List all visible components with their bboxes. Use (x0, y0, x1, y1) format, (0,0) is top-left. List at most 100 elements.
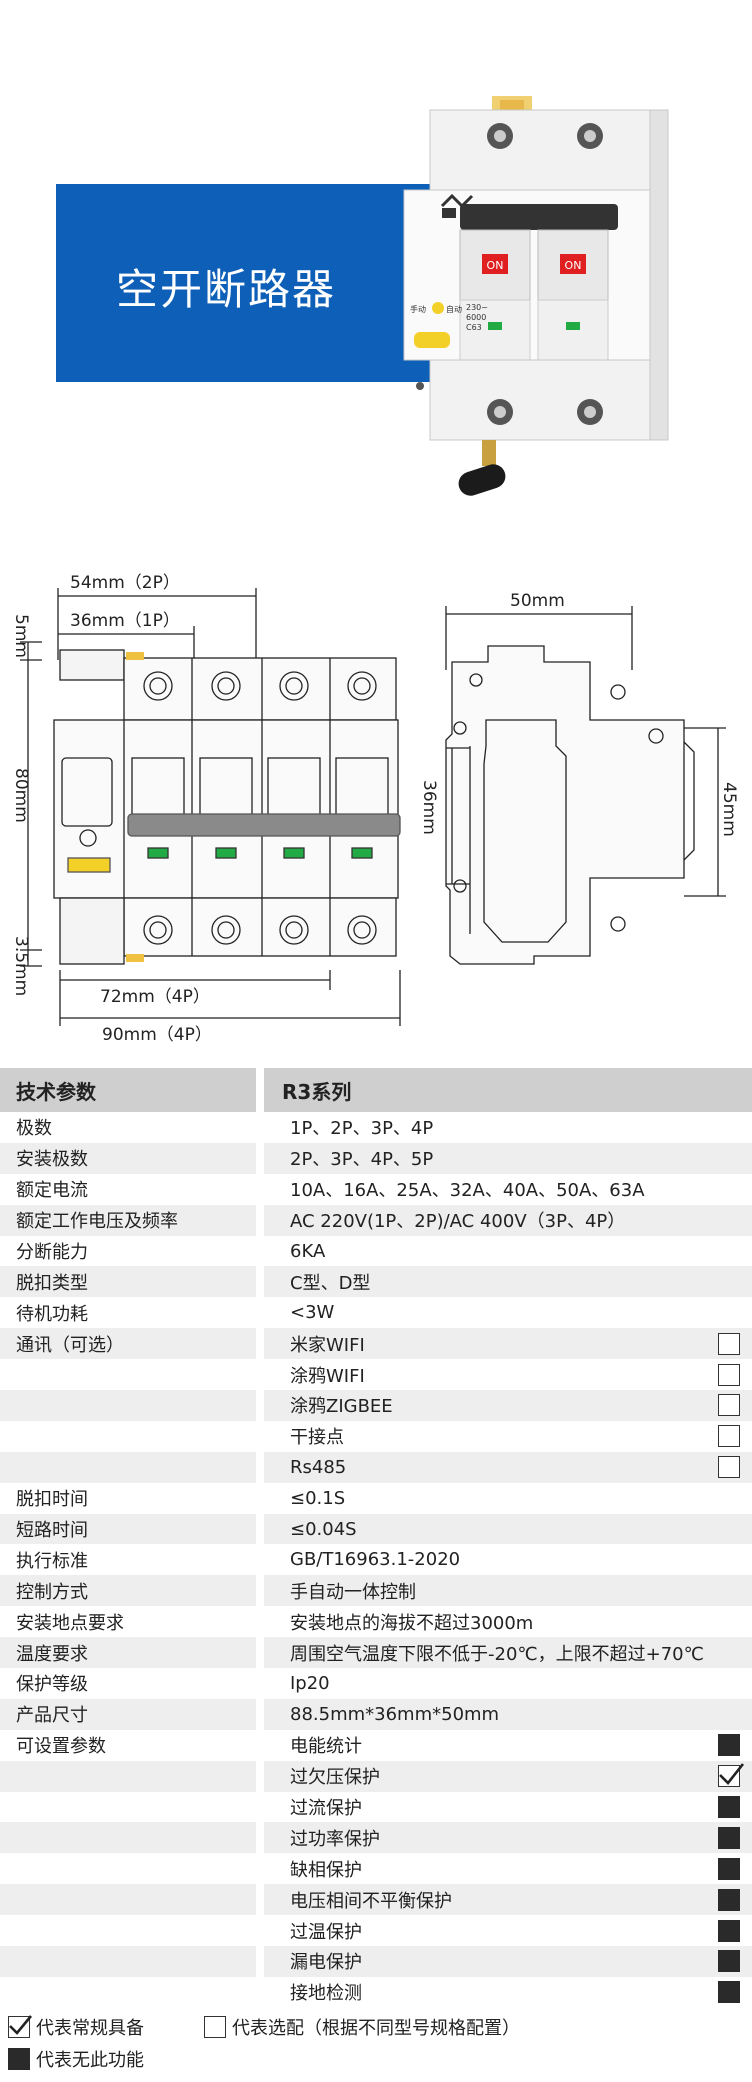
spec-row-value: 过欠压保护 (290, 1767, 380, 1789)
spec-row: 干接点 (0, 1420, 752, 1452)
spec-row-value: 涂鸦ZIGBEE (290, 1396, 393, 1418)
spec-row-value: 接地检测 (290, 1983, 362, 2005)
spec-row-value-cell: 涂鸦ZIGBEE (264, 1390, 752, 1421)
spec-row-label: 脱扣类型 (0, 1266, 264, 1298)
spec-row-value-cell: 88.5mm*36mm*50mm (264, 1698, 752, 1730)
dimension-drawings: 54mm（2P） 36mm（1P） 5mm 80mm 3.5mm (11, 573, 739, 1045)
front-view: 54mm（2P） 36mm（1P） 5mm 80mm 3.5mm (11, 573, 401, 1045)
banner-title: 空开断路器 (116, 265, 337, 314)
spec-row-label: 通讯（可选） (0, 1328, 264, 1360)
spec-row-value: Ip20 (290, 1672, 330, 1694)
spec-row-value-cell: 6KA (264, 1235, 752, 1267)
spec-row: 过流保护 (0, 1791, 752, 1823)
rating-text-3: C63 (466, 323, 482, 332)
spec-row-value-cell: GB/T16963.1-2020 (264, 1544, 752, 1576)
spec-row-value-cell: 涂鸦WIFI (264, 1359, 752, 1391)
spec-row-value-cell: C型、D型 (264, 1266, 752, 1298)
spec-row: 过温保护 (0, 1915, 752, 1947)
rating-text-1: 230~ (466, 303, 488, 312)
checkbox-empty-icon (718, 1425, 740, 1448)
spec-row-value: 10A、16A、25A、32A、40A、50A、63A (290, 1180, 645, 1202)
spec-row: 涂鸦WIFI (0, 1359, 752, 1391)
spec-header-series: R3系列 (264, 1068, 752, 1112)
spec-row: 安装极数 2P、3P、4P、5P (0, 1142, 752, 1174)
spec-row-value-cell: 电能统计 (264, 1729, 752, 1761)
square-filled-icon (8, 2048, 30, 2070)
spec-row-value: Rs485 (290, 1456, 347, 1478)
rating-text-2: 6000 (466, 313, 486, 322)
spec-row-label: 可设置参数 (0, 1729, 264, 1761)
spec-row-value: 电压相间不平衡保护 (290, 1890, 452, 1912)
legend-optional: 代表选配（根据不同型号规格配置） (204, 2014, 520, 2040)
spec-row: 脱扣时间≤0.1S (0, 1482, 752, 1514)
spec-row-value-cell: AC 220V(1P、2P)/AC 400V（3P、4P） (264, 1204, 752, 1236)
spec-row-value-cell: ≤0.04S (264, 1513, 752, 1545)
dim-4p-outer: 90mm（4P） (102, 1025, 212, 1045)
spec-row-value: 涂鸦WIFI (290, 1365, 365, 1387)
spec-row: 涂鸦ZIGBEE (0, 1390, 752, 1421)
spec-row-value: AC 220V(1P、2P)/AC 400V（3P、4P） (290, 1211, 626, 1233)
spec-row-value-cell: 过流保护 (264, 1791, 752, 1823)
spec-row: 温度要求周围空气温度下限不低于-20℃，上限不超过+70℃ (0, 1637, 752, 1669)
spec-row-value-cell: Rs485 (264, 1451, 752, 1483)
legend: 代表常规具备 代表选配（根据不同型号规格配置） 代表无此功能 (0, 2010, 752, 2082)
spec-row: 控制方式 手自动一体控制 (0, 1575, 752, 1607)
spec-row-value-cell: 电压相间不平衡保护 (264, 1884, 752, 1916)
spec-row-label: 脱扣时间 (0, 1482, 264, 1514)
spec-row: 待机功耗<3W (0, 1297, 752, 1329)
spec-row-value: C型、D型 (290, 1272, 371, 1294)
checkbox-checked-icon (8, 2015, 33, 2038)
checkbox-empty-icon (204, 2016, 226, 2038)
spec-row-label: 安装极数 (0, 1142, 264, 1174)
spec-row-value: 手自动一体控制 (290, 1581, 416, 1603)
spec-row-label (0, 1822, 264, 1854)
square-filled-icon (718, 1950, 740, 1973)
spec-row: 接地检测 (0, 1976, 752, 2008)
spec-row-value: ≤0.04S (290, 1518, 357, 1540)
spec-row: 漏电保护 (0, 1946, 752, 1977)
square-filled-icon (718, 1888, 740, 1911)
spec-row-value: 过流保护 (290, 1798, 362, 1820)
breaker-product-image: ON ON 230~ 6000 C63 手动 自动 (403, 96, 669, 496)
spec-row: 保护等级 Ip20 (0, 1668, 752, 1699)
dim-4p-inner: 72mm（4P） (100, 987, 210, 1007)
square-filled-icon (718, 1919, 740, 1942)
spec-row-value-cell: 10A、16A、25A、32A、40A、50A、63A (264, 1173, 752, 1205)
spec-row-label: 极数 (0, 1112, 264, 1143)
spec-row-label (0, 1791, 264, 1823)
spec-row-value-cell: 接地检测 (264, 1976, 752, 2008)
spec-row-value-cell: 2P、3P、4P、5P (264, 1142, 752, 1174)
spec-row: 短路时间≤0.04S (0, 1513, 752, 1545)
spec-row-value: 干接点 (290, 1427, 344, 1449)
dim-height: 80mm (11, 768, 31, 823)
square-filled-icon (718, 1981, 740, 2004)
spec-row-label: 保护等级 (0, 1668, 264, 1699)
square-filled-icon (718, 1826, 740, 1849)
knob-manual-label: 手动 (410, 304, 426, 314)
hero-section: 空开断路器 ON ON 230~ 6000 C63 手动 (0, 0, 752, 540)
spec-row: 通讯（可选）米家WIFI (0, 1328, 752, 1360)
spec-row-label: 控制方式 (0, 1575, 264, 1607)
spec-row-label (0, 1420, 264, 1452)
spec-row-value: 周围空气温度下限不低于-20℃，上限不超过+70℃ (290, 1643, 704, 1665)
spec-row-value: 6KA (290, 1240, 326, 1262)
knob-auto-label: 自动 (446, 304, 462, 314)
spec-header-param: 技术参数 (0, 1068, 264, 1112)
spec-row-value-cell: 1P、2P、3P、4P (264, 1112, 752, 1143)
checkbox-empty-icon (718, 1363, 740, 1386)
spec-row-value-cell: 漏电保护 (264, 1946, 752, 1977)
spec-row-label (0, 1976, 264, 2008)
side-view: 50mm 36mm 45mm (419, 591, 739, 965)
spec-row-value-cell: 周围空气温度下限不低于-20℃，上限不超过+70℃ (264, 1637, 752, 1669)
legend-none-text: 代表无此功能 (36, 2050, 144, 2071)
spec-row-label: 待机功耗 (0, 1297, 264, 1329)
spec-row-value: 2P、3P、4P、5P (290, 1149, 434, 1171)
on-label-2: ON (565, 259, 582, 272)
spec-row-value: 88.5mm*36mm*50mm (290, 1703, 500, 1725)
